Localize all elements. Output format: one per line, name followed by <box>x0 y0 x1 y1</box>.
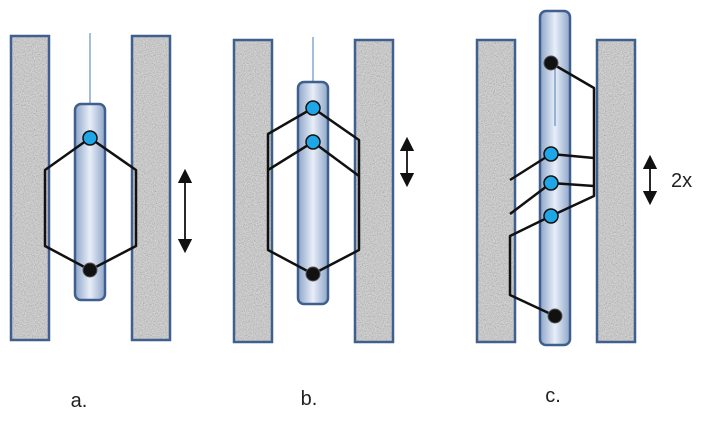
bead-blue <box>82 130 98 146</box>
rod <box>296 80 330 306</box>
panel-b <box>232 37 415 344</box>
rod <box>73 102 107 302</box>
panel-a <box>9 33 193 342</box>
wire-segment <box>267 140 314 172</box>
wall-right <box>353 38 395 344</box>
measure-label-c: 2x <box>671 170 693 192</box>
bead-black <box>305 266 321 282</box>
panel-label-b: b. <box>300 388 318 410</box>
bead-black-top <box>543 55 559 71</box>
wall-left <box>232 38 274 344</box>
bead-blue-lower <box>305 134 321 150</box>
wall-right <box>595 38 637 344</box>
panel-label-c: c. <box>545 385 561 407</box>
panel-c <box>475 9 658 347</box>
wire-segment <box>312 140 360 178</box>
bead-blue-3 <box>543 208 559 224</box>
bead-blue-upper <box>305 100 321 116</box>
bead-black-bottom <box>547 308 563 324</box>
wall-left <box>475 38 517 344</box>
bead-blue-2 <box>543 175 559 191</box>
bead-black <box>82 262 98 278</box>
panel-label-a: a. <box>70 390 88 412</box>
wall-left <box>9 34 51 342</box>
wall-right <box>130 34 172 342</box>
bead-blue-1 <box>543 146 559 162</box>
